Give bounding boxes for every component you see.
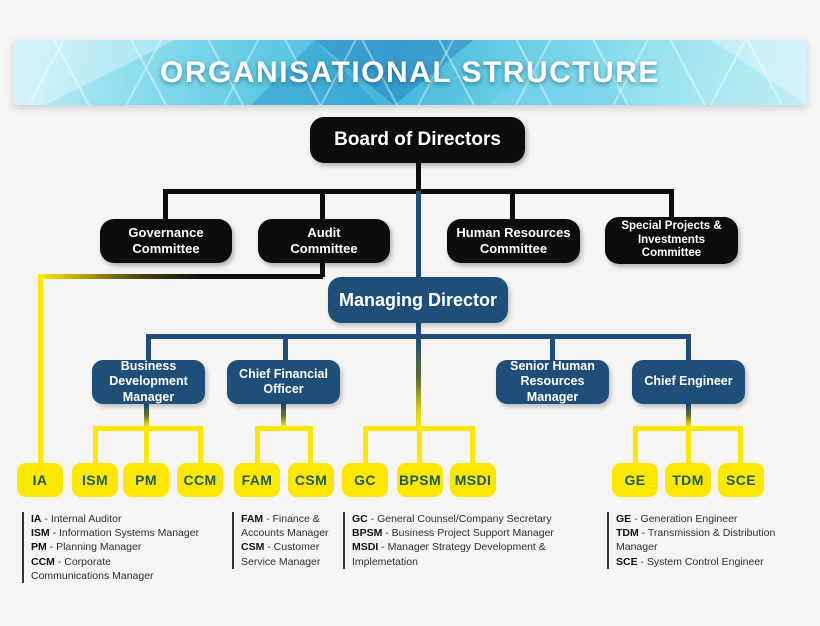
unit-bpsm-node: BPSM <box>397 463 443 497</box>
page-title: ORGANISATIONAL STRUCTURE <box>160 55 660 89</box>
business-development-manager-node: Business Development Manager <box>92 359 205 404</box>
connector-managers-horizontal <box>146 334 689 339</box>
connector-md-to-units-trunk <box>416 338 421 430</box>
legend-desc: - System Control Engineer <box>640 555 764 568</box>
connector-sce-drop <box>738 426 743 465</box>
legend-abbr: SCE <box>616 555 638 568</box>
unit-ccm-node: CCM <box>177 463 223 497</box>
unit-ia-node: IA <box>17 463 63 497</box>
legend-abbr: TDM <box>616 527 639 540</box>
connector-pm-drop <box>144 426 149 465</box>
legend-column-1: IA - Internal Auditor ISM - Information … <box>22 512 236 583</box>
connector-gc-drop <box>363 426 368 465</box>
legend-abbr: FAM <box>241 513 264 525</box>
legend-entry-pm: PM - Planning Manager <box>31 540 236 554</box>
banner-crosshatch-pattern <box>13 40 807 105</box>
unit-gc-node: GC <box>342 463 388 497</box>
header-banner: ORGANISATIONAL STRUCTURE <box>13 40 807 105</box>
connector-cfo-units-horizontal <box>255 426 313 431</box>
connector-fam-drop <box>255 426 260 465</box>
legend-desc: - Transmission & Distribution Manager <box>616 527 776 554</box>
connector-cfo-drop <box>283 334 288 361</box>
legend-abbr: PM <box>31 541 47 554</box>
connector-bdm-drop <box>146 334 151 361</box>
legend-entry-tdm: TDM - Transmission & Distribution Manage… <box>616 526 802 554</box>
managing-director-node: Managing Director <box>328 277 508 323</box>
connector-bpsm-drop <box>417 426 422 465</box>
connector-ccm-drop <box>198 426 203 465</box>
legend-column-4: GE - Generation Engineer TDM - Transmiss… <box>607 512 802 569</box>
connector-shrm-drop <box>550 334 555 361</box>
governance-committee-node: Governance Committee <box>100 219 232 263</box>
unit-msdi-node: MSDI <box>450 463 496 497</box>
legend-abbr: CCM <box>31 555 55 568</box>
connector-audit-drop <box>320 189 325 221</box>
connector-board-trunk <box>416 163 421 191</box>
connector-managing-director-down <box>416 322 421 336</box>
connector-cfo-to-units <box>281 403 286 430</box>
legend-desc: - Business Project Support Manager <box>385 527 554 540</box>
connector-ism-drop <box>93 426 98 465</box>
legend-desc: - General Counsel/Company Secretary <box>370 513 552 525</box>
legend-desc: - Generation Engineer <box>634 513 738 525</box>
unit-pm-node: PM <box>123 463 169 497</box>
connector-chief-engineer-drop <box>686 334 691 361</box>
legend-desc: - Corporate Communications Manager <box>31 555 154 582</box>
chief-financial-officer-node: Chief Financial Officer <box>227 360 340 404</box>
connector-bdm-to-units <box>144 403 149 430</box>
legend-entry-bpsm: BPSM - Business Project Support Manager <box>352 526 594 540</box>
legend-abbr: CSM <box>241 541 265 554</box>
unit-ge-node: GE <box>612 463 658 497</box>
unit-tdm-node: TDM <box>665 463 711 497</box>
legend-desc: - Manager Strategy Development & Impleme… <box>352 541 546 568</box>
legend-abbr: GC <box>352 513 368 525</box>
legend-desc: - Planning Manager <box>49 541 142 554</box>
legend-desc: - Information Systems Manager <box>52 527 200 540</box>
human-resources-committee-node: Human Resources Committee <box>447 219 580 263</box>
legend-abbr: GE <box>616 513 632 525</box>
connector-ia-vertical <box>38 274 43 466</box>
legend-column-3: GC - General Counsel/Company Secretary B… <box>343 512 594 569</box>
connector-audit-to-ia <box>320 261 325 277</box>
special-projects-committee-node: Special Projects & Investments Committee <box>605 217 738 264</box>
unit-csm-node: CSM <box>288 463 334 497</box>
legend-abbr: BPSM <box>352 527 383 540</box>
legend-abbr: MSDI <box>352 541 379 554</box>
connector-msdi-drop <box>470 426 475 465</box>
legend-entry-sce: SCE - System Control Engineer <box>616 555 802 569</box>
unit-ism-node: ISM <box>72 463 118 497</box>
audit-committee-node: Audit Committee <box>258 219 390 263</box>
unit-fam-node: FAM <box>234 463 280 497</box>
connector-special-projects-drop <box>669 189 674 218</box>
legend-entry-csm: CSM - Customer Service Manager <box>241 540 343 568</box>
legend-abbr: IA <box>31 513 42 525</box>
legend-abbr: ISM <box>31 527 50 540</box>
senior-hr-manager-node: Senior Human Resources Manager <box>496 359 609 404</box>
legend-entry-ge: GE - Generation Engineer <box>616 512 802 526</box>
chief-engineer-node: Chief Engineer <box>632 360 745 404</box>
legend-entry-msdi: MSDI - Manager Strategy Development & Im… <box>352 540 594 568</box>
legend-desc: - Finance & Accounts Manager <box>241 513 329 540</box>
connector-csm-drop <box>308 426 313 465</box>
connector-ia-horizontal <box>40 274 323 279</box>
unit-sce-node: SCE <box>718 463 764 497</box>
legend-desc: - Customer Service Manager <box>241 541 321 568</box>
legend-entry-gc: GC - General Counsel/Company Secretary <box>352 512 594 526</box>
connector-governance-drop <box>163 189 168 221</box>
board-of-directors-node: Board of Directors <box>310 117 525 163</box>
legend-entry-ia: IA - Internal Auditor <box>31 512 236 526</box>
legend-entry-ccm: CCM - Corporate Communications Manager <box>31 555 236 583</box>
legend-column-2: FAM - Finance & Accounts Manager CSM - C… <box>232 512 343 569</box>
connector-ge-drop <box>633 426 638 465</box>
connector-ce-to-units <box>686 403 691 430</box>
connector-managing-director-trunk <box>416 191 421 279</box>
legend-desc: - Internal Auditor <box>44 513 122 525</box>
connector-tdm-drop <box>686 426 691 465</box>
legend-entry-ism: ISM - Information Systems Manager <box>31 526 236 540</box>
legend-entry-fam: FAM - Finance & Accounts Manager <box>241 512 343 540</box>
connector-hr-drop <box>510 189 515 220</box>
